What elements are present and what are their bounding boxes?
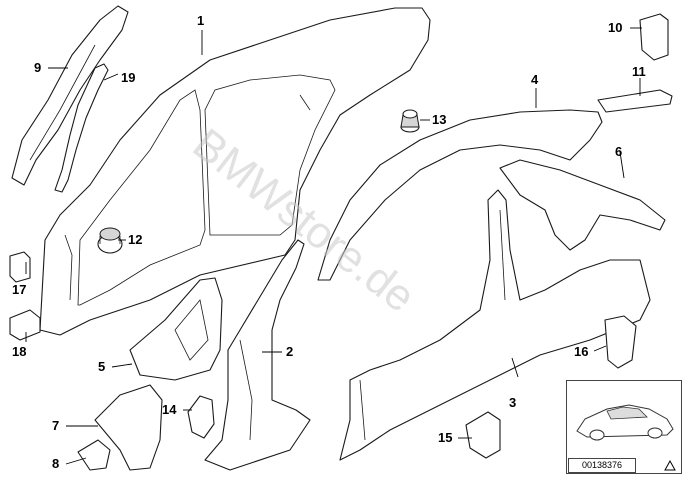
- part-4-roof-rail: [317, 109, 603, 281]
- part-18-bracket: [9, 309, 41, 341]
- warning-triangle-icon: [664, 460, 676, 471]
- callout-1: 1: [197, 13, 204, 28]
- callout-19: 19: [121, 70, 135, 85]
- callout-2: 2: [286, 344, 293, 359]
- part-2-b-pillar: [204, 239, 311, 471]
- part-17-bracket: [9, 251, 31, 283]
- callout-5: 5: [98, 359, 105, 374]
- part-3-side-panel: [339, 189, 651, 461]
- part-6-rear-panel: [499, 159, 666, 251]
- part-9-a-pillar: [11, 5, 129, 186]
- part-5-inner-panel: [129, 277, 223, 381]
- callout-18: 18: [12, 344, 26, 359]
- callout-6: 6: [615, 144, 622, 159]
- callout-3: 3: [509, 395, 516, 410]
- diagram-id-label: 00138376: [568, 458, 636, 473]
- part-1-side-frame: [39, 7, 431, 336]
- callout-4: 4: [531, 72, 539, 87]
- car-thumbnail-icon: [576, 404, 674, 441]
- part-13-grommet: [400, 109, 420, 133]
- callout-10: 10: [608, 20, 622, 35]
- part-12-nut: [97, 227, 123, 254]
- part-16-piece: [604, 315, 637, 369]
- part-15-piece: [465, 411, 501, 459]
- callout-11: 11: [632, 64, 646, 79]
- callout-12: 12: [128, 232, 142, 247]
- part-19-strip: [54, 63, 109, 193]
- callout-13: 13: [432, 112, 446, 127]
- callout-16: 16: [574, 344, 588, 359]
- vehicle-thumbnail: [566, 380, 682, 474]
- callout-8: 8: [52, 456, 59, 471]
- callout-15: 15: [438, 430, 452, 445]
- part-8-small-bracket: [77, 439, 111, 471]
- part-7-lower-bracket: [94, 384, 163, 471]
- callout-14: 14: [162, 402, 177, 417]
- callout-17: 17: [12, 282, 26, 297]
- part-14-small-piece: [187, 395, 215, 439]
- part-11-rail: [597, 89, 673, 113]
- callout-9: 9: [34, 60, 41, 75]
- callout-7: 7: [52, 418, 59, 433]
- part-10-panel: [639, 13, 669, 61]
